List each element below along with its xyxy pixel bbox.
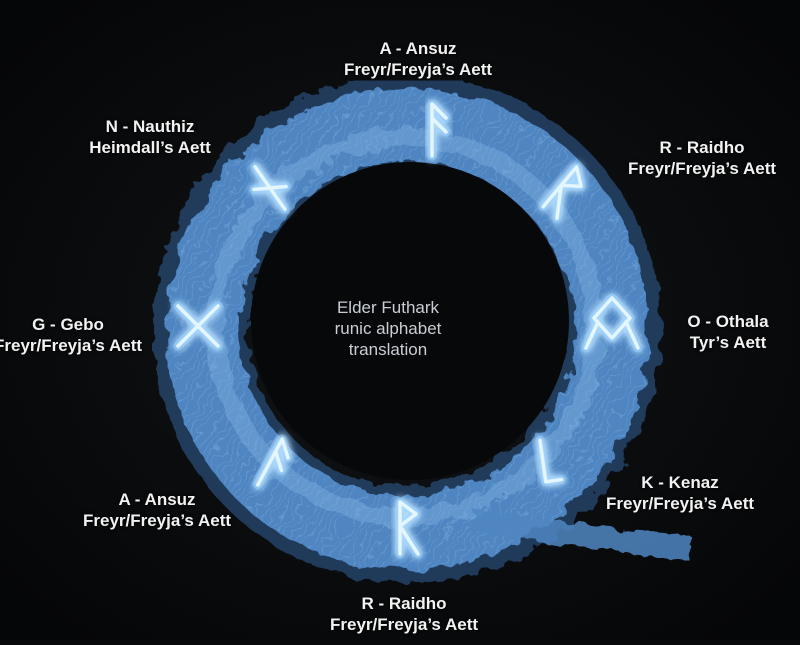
rune-kenaz-glyph [535,435,567,487]
rune-stroke [584,296,640,350]
label-bottom-right: K - Kenaz Freyr/Freyja’s Aett [606,472,754,514]
rune-ansuz-glyph [253,434,293,490]
rune-stroke [252,164,288,212]
center-caption-line: runic alphabet [334,319,442,338]
rune-stroke [538,438,564,484]
rune-raidho-glyph [538,162,586,223]
rune-aett: Freyr/Freyja’s Aett [329,615,479,634]
rune-name: A - Ansuz [118,490,196,509]
ring-hole [251,162,569,480]
rune-name: A - Ansuz [379,39,457,58]
rune-stroke [398,500,420,556]
rune-name: R - Raidho [361,594,447,613]
rune-aett: Freyr/Freyja’s Aett [343,60,493,79]
center-caption-line: Elder Futhark [336,298,440,317]
rune-stroke [256,437,290,487]
label-right: O - Othala Tyr’s Aett [687,311,768,353]
rune-ansuz-glyph [427,99,451,161]
rune-name: N - Nauthiz [105,117,195,136]
rune-aett: Freyr/Freyja’s Aett [605,494,755,513]
rune-stroke [541,165,583,221]
rune-name: G - Gebo [32,315,104,334]
label-bottom: R - Raidho Freyr/Freyja’s Aett [330,593,478,635]
center-caption-line: translation [348,340,428,359]
label-left: G - Gebo Freyr/Freyja’s Aett [0,314,142,356]
rune-name: K - Kenaz [641,473,719,492]
rune-gebo-glyph [173,301,223,351]
runes-layer [173,99,643,559]
rune-aett: Freyr/Freyja’s Aett [0,336,143,355]
rune-aett: Freyr/Freyja’s Aett [82,511,232,530]
rune-aett: Freyr/Freyja’s Aett [627,159,777,178]
label-top-left: N - Nauthiz Heimdall’s Aett [89,116,211,158]
rune-aett: Tyr’s Aett [689,333,767,352]
rune-aett: Heimdall’s Aett [89,138,211,157]
label-top: A - Ansuz Freyr/Freyja’s Aett [344,38,492,80]
rune-raidho-glyph [395,497,423,559]
label-bottom-left: A - Ansuz Freyr/Freyja’s Aett [83,489,231,531]
label-top-right: R - Raidho Freyr/Freyja’s Aett [628,137,776,179]
rune-othala-glyph [581,293,643,353]
rune-nauthiz-glyph [249,162,291,214]
rune-stroke [430,102,448,158]
rune-stroke [176,304,220,348]
rune-name: O - Othala [687,312,769,331]
center-caption: Elder Futhark runic alphabet translation [335,297,442,360]
rune-name: R - Raidho [659,138,745,157]
